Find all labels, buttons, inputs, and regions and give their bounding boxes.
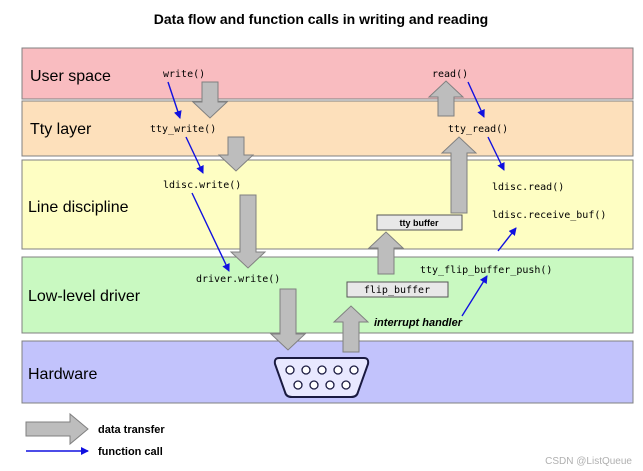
layer-low-level-driver: [21, 256, 634, 334]
tty-buffer-label: tty buffer: [400, 218, 439, 228]
fn-tty-flip-buffer-push: tty_flip_buffer_push(): [420, 265, 552, 276]
legend-function-call-label: function call: [98, 446, 163, 458]
layer-label-tty: Tty layer: [30, 121, 92, 138]
interrupt-handler-label: interrupt handler: [374, 317, 463, 329]
data-arrow-write-tty-to-ldisc: [217, 136, 255, 172]
flip-buffer-box: [346, 281, 449, 298]
fn-ldisc-read: ldisc.read(): [492, 182, 564, 193]
call-arrow-interrupt-to-flip-push: [461, 275, 488, 317]
flip-buffer-label: flip_buffer: [364, 285, 430, 296]
call-arrow-tty-read-to-ldisc-read: [487, 136, 505, 171]
layer-tty: [21, 100, 634, 157]
fn-tty-read: tty_read(): [448, 124, 508, 135]
layer-label-low-level-driver: Low-level driver: [28, 288, 141, 305]
watermark: CSDN @ListQueue: [545, 456, 632, 467]
diagram-title: Data flow and function calls in writing …: [154, 11, 488, 27]
data-arrow-read-flip-to-ttybuffer: [367, 231, 405, 275]
call-arrow-write-to-tty-write: [167, 81, 182, 119]
data-arrow-read-hardware-to-flip: [332, 305, 370, 353]
layer-label-line-discipline: Line discipline: [28, 199, 129, 216]
legend-data-transfer-arrow: [25, 412, 89, 446]
layer-user-space: [21, 47, 634, 100]
data-arrow-read-ldisc-to-tty: [440, 136, 478, 214]
call-arrow-read-to-tty-read: [467, 81, 485, 118]
fn-ldisc-receive-buf: ldisc.receive_buf(): [492, 210, 606, 221]
legend-data-transfer-label: data transfer: [98, 424, 165, 436]
fn-tty-write: tty_write(): [150, 124, 216, 135]
call-arrow-flip-push-to-receive-buf: [497, 227, 517, 252]
tty-buffer-box: [376, 214, 463, 231]
call-arrow-tty-write-to-ldisc-write: [185, 136, 204, 174]
serial-port-icon: [273, 357, 370, 398]
call-arrow-ldisc-write-to-driver-write: [191, 192, 230, 272]
data-arrow-write-ldisc-to-driver: [229, 194, 267, 269]
data-arrow-write-user-to-tty: [191, 81, 229, 119]
layer-line-discipline: [21, 159, 634, 250]
layer-label-user-space: User space: [30, 68, 111, 85]
fn-read: read(): [432, 69, 468, 80]
data-arrow-write-driver-to-hardware: [269, 288, 307, 351]
fn-write: write(): [163, 69, 205, 80]
data-arrow-read-tty-to-user: [427, 80, 465, 117]
fn-driver-write: driver.write(): [196, 274, 280, 285]
fn-ldisc-write: ldisc.write(): [163, 180, 241, 191]
layer-label-hardware: Hardware: [28, 366, 97, 383]
